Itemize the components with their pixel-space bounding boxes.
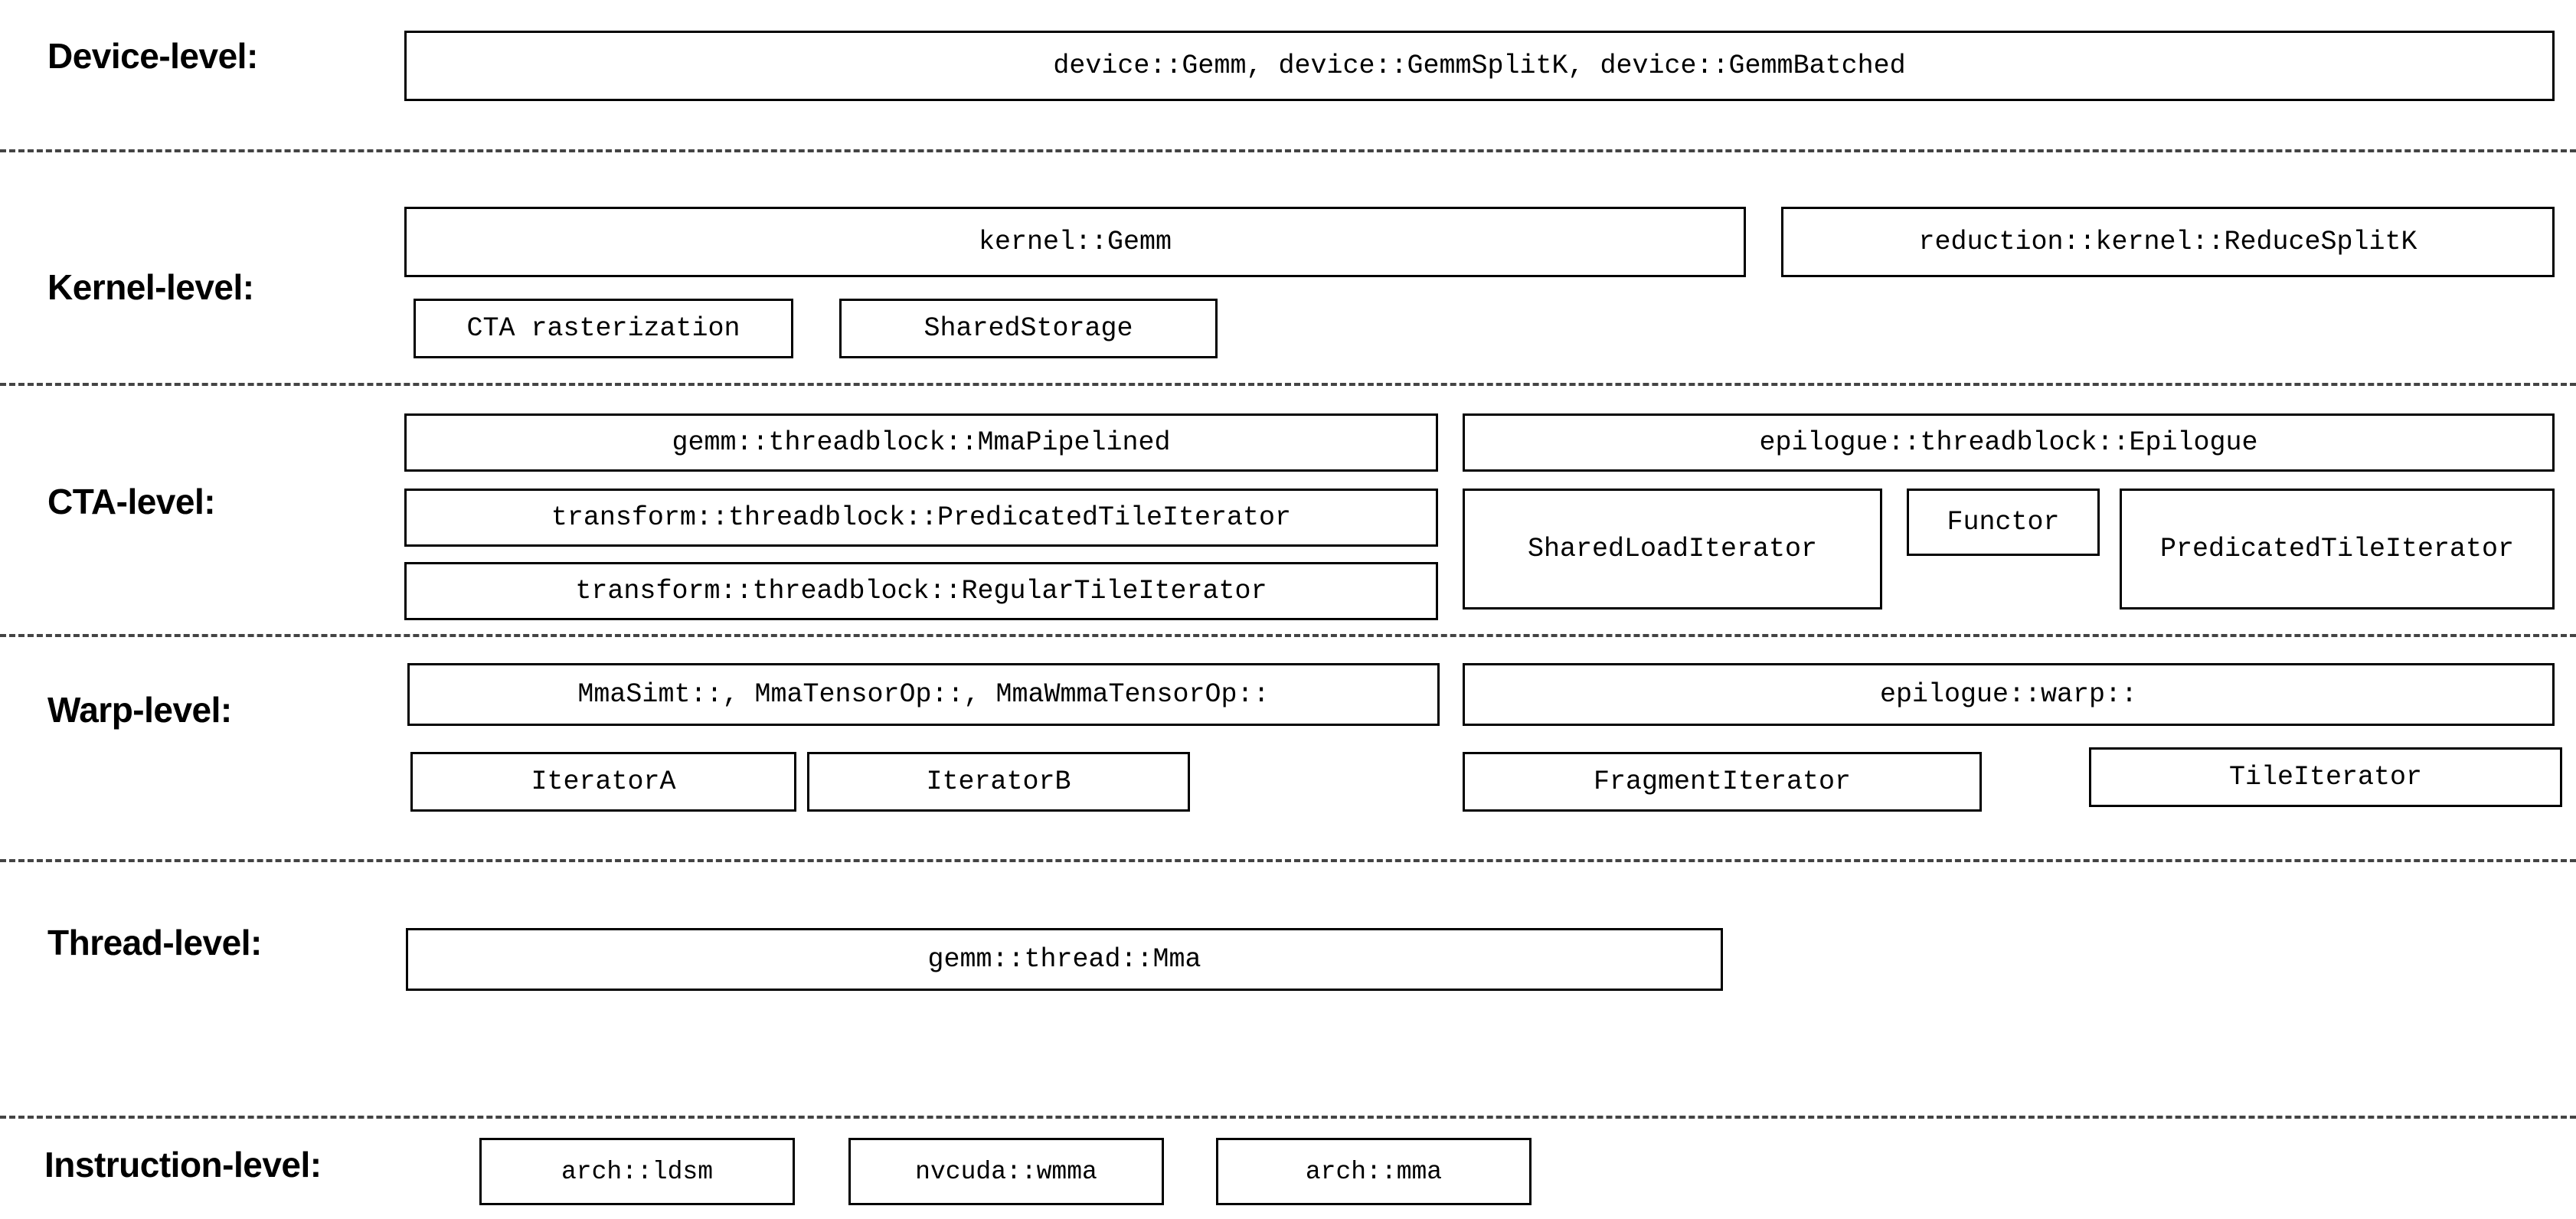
divider-kernel-cta	[0, 383, 2576, 386]
box-transform-threadblock-predicatedtileiterator: transform::threadblock::PredicatedTileIt…	[404, 489, 1438, 547]
box-arch-ldsm: arch::ldsm	[479, 1138, 795, 1205]
divider-warp-thread	[0, 859, 2576, 862]
divider-device-kernel	[0, 149, 2576, 152]
level-label-device: Device-level:	[47, 36, 258, 76]
box-iterator-a: IteratorA	[410, 752, 796, 812]
box-sharedloaditerator: SharedLoadIterator	[1463, 489, 1882, 610]
box-epilogue-threadblock-epilogue: epilogue::threadblock::Epilogue	[1463, 413, 2555, 472]
box-cta-rasterization: CTA rasterization	[414, 299, 793, 358]
box-epilogue-warp: epilogue::warp::	[1463, 663, 2555, 726]
box-sharedstorage: SharedStorage	[839, 299, 1218, 358]
box-reduction-kernel-reducesplitk: reduction::kernel::ReduceSplitK	[1781, 207, 2555, 277]
level-label-instruction: Instruction-level:	[44, 1145, 322, 1185]
box-fragmentiterator: FragmentIterator	[1463, 752, 1982, 812]
level-label-thread: Thread-level:	[47, 923, 262, 962]
level-label-kernel: Kernel-level:	[47, 267, 254, 307]
box-nvcuda-wmma: nvcuda::wmma	[848, 1138, 1164, 1205]
level-label-warp: Warp-level:	[47, 690, 232, 730]
box-device-gemm: device::Gemm, device::GemmSplitK, device…	[404, 31, 2555, 101]
divider-thread-instruction	[0, 1116, 2576, 1119]
box-functor: Functor	[1907, 489, 2100, 556]
divider-cta-warp	[0, 634, 2576, 637]
box-arch-mma: arch::mma	[1216, 1138, 1532, 1205]
box-epilogue-predicatedtileiterator: PredicatedTileIterator	[2120, 489, 2555, 610]
box-warp-mma-ops: MmaSimt::, MmaTensorOp::, MmaWmmaTensorO…	[407, 663, 1440, 726]
box-gemm-thread-mma: gemm::thread::Mma	[406, 928, 1723, 991]
box-gemm-threadblock-mmapipelined: gemm::threadblock::MmaPipelined	[404, 413, 1438, 472]
box-transform-threadblock-regulartileiterator: transform::threadblock::RegularTileItera…	[404, 562, 1438, 620]
box-iterator-b: IteratorB	[807, 752, 1190, 812]
box-kernel-gemm: kernel::Gemm	[404, 207, 1746, 277]
box-tileiterator: TileIterator	[2089, 747, 2562, 807]
level-label-cta: CTA-level:	[47, 482, 216, 521]
